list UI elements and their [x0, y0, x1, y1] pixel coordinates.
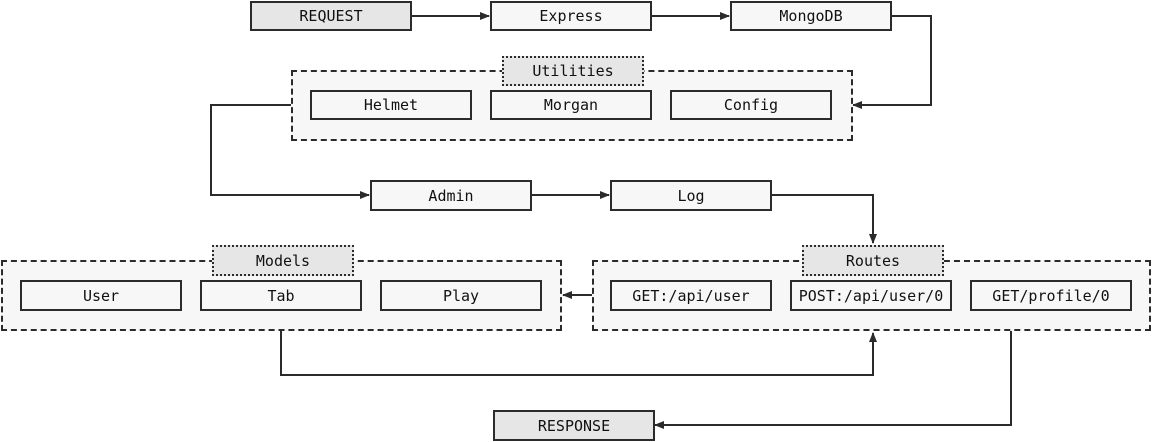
arrow-utilities-to-admin: [210, 104, 370, 199]
model-play-node: Play: [380, 280, 542, 311]
route-get-api-user-node: GET:/api/user: [610, 280, 772, 311]
admin-node: Admin: [370, 180, 532, 211]
model-tab-node: Tab: [200, 280, 362, 311]
express-node: Express: [490, 1, 652, 31]
request-node: REQUEST: [250, 1, 412, 31]
utility-config-node: Config: [670, 90, 832, 120]
routes-group-title: Routes: [802, 245, 944, 276]
response-node: RESPONSE: [493, 410, 655, 441]
utility-helmet-node: Helmet: [310, 90, 472, 120]
models-group-title: Models: [212, 245, 354, 276]
route-post-api-user-node: POST:/api/user/0: [790, 280, 952, 311]
log-node: Log: [610, 180, 772, 211]
utility-morgan-node: Morgan: [490, 90, 652, 120]
mongodb-node: MongoDB: [730, 1, 892, 31]
model-user-node: User: [20, 280, 182, 311]
arrow-models-to-routes: [280, 331, 877, 376]
arrow-mongodb-to-utilities: [852, 15, 932, 109]
arrow-routes-to-response: [654, 331, 1012, 429]
utilities-group-title: Utilities: [502, 56, 644, 86]
arrow-log-to-routes: [771, 194, 877, 244]
route-get-profile-node: GET/profile/0: [970, 280, 1132, 311]
